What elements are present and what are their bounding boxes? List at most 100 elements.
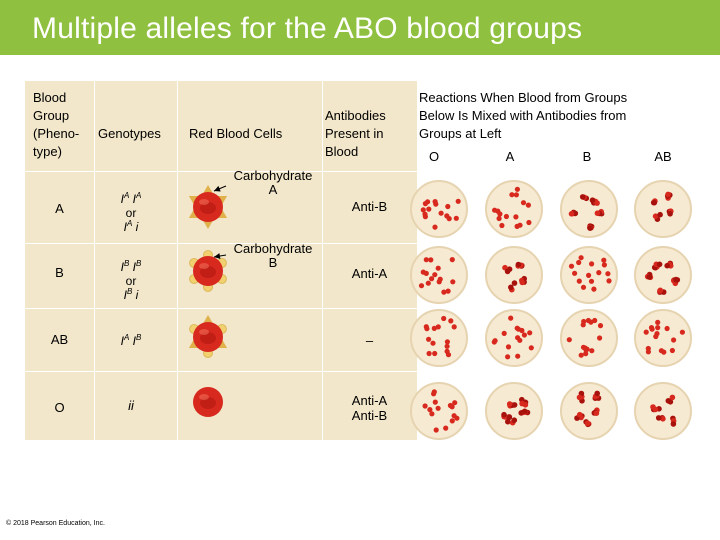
dispersed-cell	[443, 425, 449, 431]
dispersed-cell	[452, 400, 458, 406]
dispersed-cell	[572, 270, 578, 276]
agglutinated-cell	[657, 211, 663, 218]
dispersed-cell	[432, 350, 438, 357]
dispersed-cell	[435, 405, 441, 411]
agglutinated-cell	[660, 416, 666, 422]
dispersed-cell	[515, 353, 521, 359]
dispersed-cell	[661, 349, 667, 355]
dispersed-cell	[446, 216, 452, 222]
agglutinated-cell	[665, 191, 671, 198]
title-bar: Multiple alleles for the ABO blood group…	[0, 0, 720, 55]
dispersed-cell	[450, 279, 456, 285]
reaction-dish	[410, 246, 468, 304]
dispersed-cell	[601, 262, 608, 268]
agglutinated-cell	[505, 418, 511, 425]
agglutinated-cell	[594, 390, 600, 397]
carbohydrate-pointer-arrowhead	[214, 185, 221, 192]
dispersed-cell	[430, 340, 436, 346]
page-title: Multiple alleles for the ABO blood group…	[32, 12, 583, 45]
dispersed-cell	[527, 330, 533, 336]
header-divider	[25, 171, 417, 172]
agglutinated-cell	[501, 411, 507, 418]
red-blood-cell-highlight	[199, 329, 209, 335]
phenotype-b: B	[55, 265, 64, 280]
agglutinated-cell	[655, 415, 662, 421]
dispersed-cell	[643, 329, 649, 335]
reaction-col-ab: AB	[654, 149, 672, 164]
dispersed-cell	[423, 257, 429, 263]
red-blood-cell-highlight	[199, 263, 209, 269]
dispersed-cell	[513, 192, 520, 198]
dispersed-cell	[679, 329, 686, 335]
agglutinated-cell	[506, 401, 513, 407]
agglutinated-cell	[508, 284, 514, 291]
dispersed-cell	[433, 427, 439, 433]
dispersed-cell	[424, 326, 430, 332]
dispersed-cell	[517, 337, 523, 343]
dispersed-cell	[580, 284, 587, 290]
column-divider	[177, 81, 178, 440]
dispersed-cell	[431, 325, 437, 331]
dispersed-cell	[566, 337, 572, 343]
dispersed-cell	[653, 333, 659, 340]
dispersed-cell	[422, 201, 428, 207]
header-genotypes: Genotypes	[98, 126, 161, 141]
dispersed-cell	[520, 200, 527, 206]
dispersed-cell	[588, 278, 595, 284]
reaction-dish	[485, 382, 543, 440]
dispersed-cell	[568, 263, 575, 269]
agglutinated-cell	[657, 287, 664, 294]
dispersed-cell	[605, 271, 611, 277]
dispersed-cell	[445, 203, 451, 210]
reaction-dish	[634, 180, 692, 238]
dispersed-cell	[445, 352, 452, 358]
dispersed-cell	[513, 214, 519, 220]
reaction-dish	[410, 180, 468, 238]
row-divider	[25, 371, 417, 372]
dispersed-cell	[451, 413, 457, 419]
carbohydrate-b-label: Carbohydrate B	[233, 241, 313, 270]
antibodies-o: Anti-A Anti-B	[351, 393, 388, 423]
dispersed-cell	[418, 283, 425, 289]
dispersed-cell	[437, 276, 443, 282]
dispersed-cell	[505, 344, 512, 350]
dispersed-cell	[426, 206, 432, 212]
dispersed-cell	[671, 337, 677, 343]
agglutinated-cell	[594, 210, 601, 216]
carbohydrate-a-marker	[202, 315, 214, 324]
dispersed-cell	[429, 411, 435, 417]
dispersed-cell	[492, 207, 498, 213]
reaction-dish	[560, 382, 618, 440]
carbohydrate-a-marker	[202, 185, 214, 194]
dispersed-cell	[432, 272, 438, 278]
phenotype-ab: AB	[50, 332, 69, 347]
dispersed-cell	[438, 210, 444, 216]
agglutinated-cell	[665, 398, 672, 404]
dispersed-cell	[589, 348, 595, 354]
dispersed-cell	[435, 324, 441, 330]
dispersed-cell	[496, 215, 502, 222]
dispersed-cell	[521, 332, 528, 338]
dispersed-cell	[432, 399, 438, 405]
dispersed-cell	[426, 350, 432, 357]
dispersed-cell	[505, 354, 511, 360]
dispersed-cell	[427, 407, 433, 413]
reaction-dish	[634, 309, 692, 367]
dispersed-cell	[597, 335, 603, 341]
dispersed-cell	[589, 261, 595, 267]
reaction-dish	[560, 180, 618, 238]
reaction-dish	[485, 246, 543, 304]
agglutinated-cell	[652, 213, 659, 219]
agglutinated-cell	[579, 194, 586, 200]
agglutinated-cell	[519, 400, 525, 407]
agglutinated-cell	[646, 274, 653, 280]
dispersed-cell	[448, 318, 454, 324]
agglutinated-cell	[568, 211, 575, 217]
dispersed-cell	[449, 404, 455, 410]
row-divider	[25, 308, 417, 309]
agglutinated-cell	[670, 421, 677, 427]
carbohydrate-a-label: Carbohydrate A	[233, 168, 313, 197]
agglutinated-cell	[589, 197, 596, 203]
reaction-dish	[485, 309, 543, 367]
copyright-footer: © 2018 Pearson Education, Inc.	[6, 520, 105, 527]
